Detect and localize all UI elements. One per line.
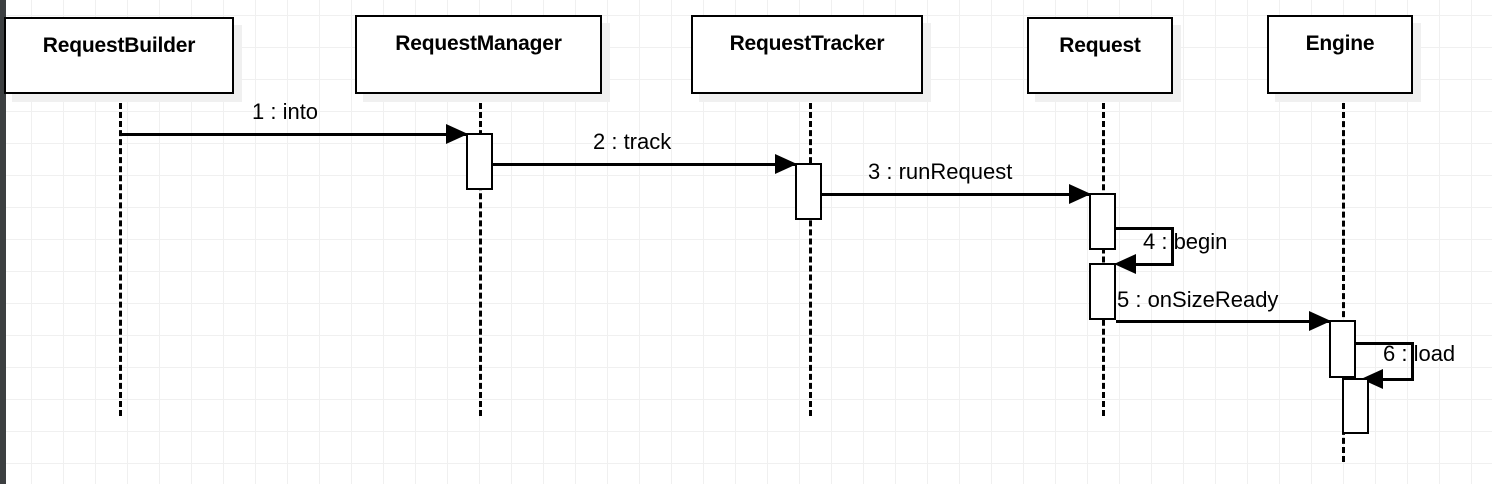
lifeline-label-requestbuilder: RequestBuilder bbox=[42, 34, 196, 57]
message-self-side-4 bbox=[1171, 227, 1174, 263]
activation-bar-request-2[interactable] bbox=[1089, 263, 1116, 320]
message-label-5: 5 : onSizeReady bbox=[1117, 287, 1279, 312]
message-line-1[interactable] bbox=[119, 133, 468, 136]
editor-gutter[interactable] bbox=[0, 0, 6, 484]
message-label-3: 3 : runRequest bbox=[868, 159, 1013, 184]
lifeline-label-request: Request bbox=[1059, 34, 1141, 57]
lifeline-label-requesttracker: RequestTracker bbox=[729, 32, 885, 55]
message-line-2[interactable] bbox=[493, 163, 797, 166]
message-arrowhead-4 bbox=[1114, 254, 1136, 274]
lifeline-label-engine: Engine bbox=[1305, 32, 1375, 55]
lifeline-line-requesttracker bbox=[809, 103, 812, 416]
message-line-5[interactable] bbox=[1116, 320, 1331, 323]
lifeline-head-requesttracker[interactable]: RequestTracker bbox=[691, 15, 923, 94]
activation-bar-requestmanager[interactable] bbox=[466, 133, 493, 190]
lifeline-line-engine bbox=[1342, 103, 1345, 462]
message-self-top-4[interactable] bbox=[1116, 227, 1174, 230]
message-arrowhead-2 bbox=[775, 154, 797, 174]
message-self-bottom-4[interactable] bbox=[1135, 263, 1174, 266]
message-arrowhead-3 bbox=[1069, 184, 1091, 204]
activation-bar-engine-1[interactable] bbox=[1329, 320, 1356, 378]
message-self-side-6 bbox=[1411, 342, 1414, 378]
message-label-1: 1 : into bbox=[252, 99, 319, 124]
message-arrowhead-1 bbox=[446, 124, 468, 144]
message-label-6: 6 : load bbox=[1383, 341, 1456, 366]
message-arrowhead-5 bbox=[1309, 311, 1331, 331]
activation-bar-requesttracker[interactable] bbox=[795, 163, 822, 220]
lifeline-label-requestmanager: RequestManager bbox=[395, 32, 562, 55]
lifeline-head-engine[interactable]: Engine bbox=[1267, 15, 1413, 94]
activation-bar-engine-2[interactable] bbox=[1342, 378, 1369, 434]
activation-bar-request-1[interactable] bbox=[1089, 193, 1116, 250]
message-line-3[interactable] bbox=[822, 193, 1091, 196]
message-label-4: 4 : begin bbox=[1143, 229, 1228, 254]
message-label-2: 2 : track bbox=[593, 129, 672, 154]
lifeline-line-request bbox=[1102, 103, 1105, 416]
message-self-bottom-6[interactable] bbox=[1382, 378, 1414, 381]
lifeline-head-requestbuilder[interactable]: RequestBuilder bbox=[4, 17, 234, 94]
lifeline-head-request[interactable]: Request bbox=[1027, 17, 1173, 94]
message-self-top-6[interactable] bbox=[1356, 342, 1414, 345]
lifeline-line-requestmanager bbox=[479, 103, 482, 416]
lifeline-head-requestmanager[interactable]: RequestManager bbox=[355, 15, 602, 94]
lifeline-line-requestbuilder bbox=[119, 103, 122, 416]
